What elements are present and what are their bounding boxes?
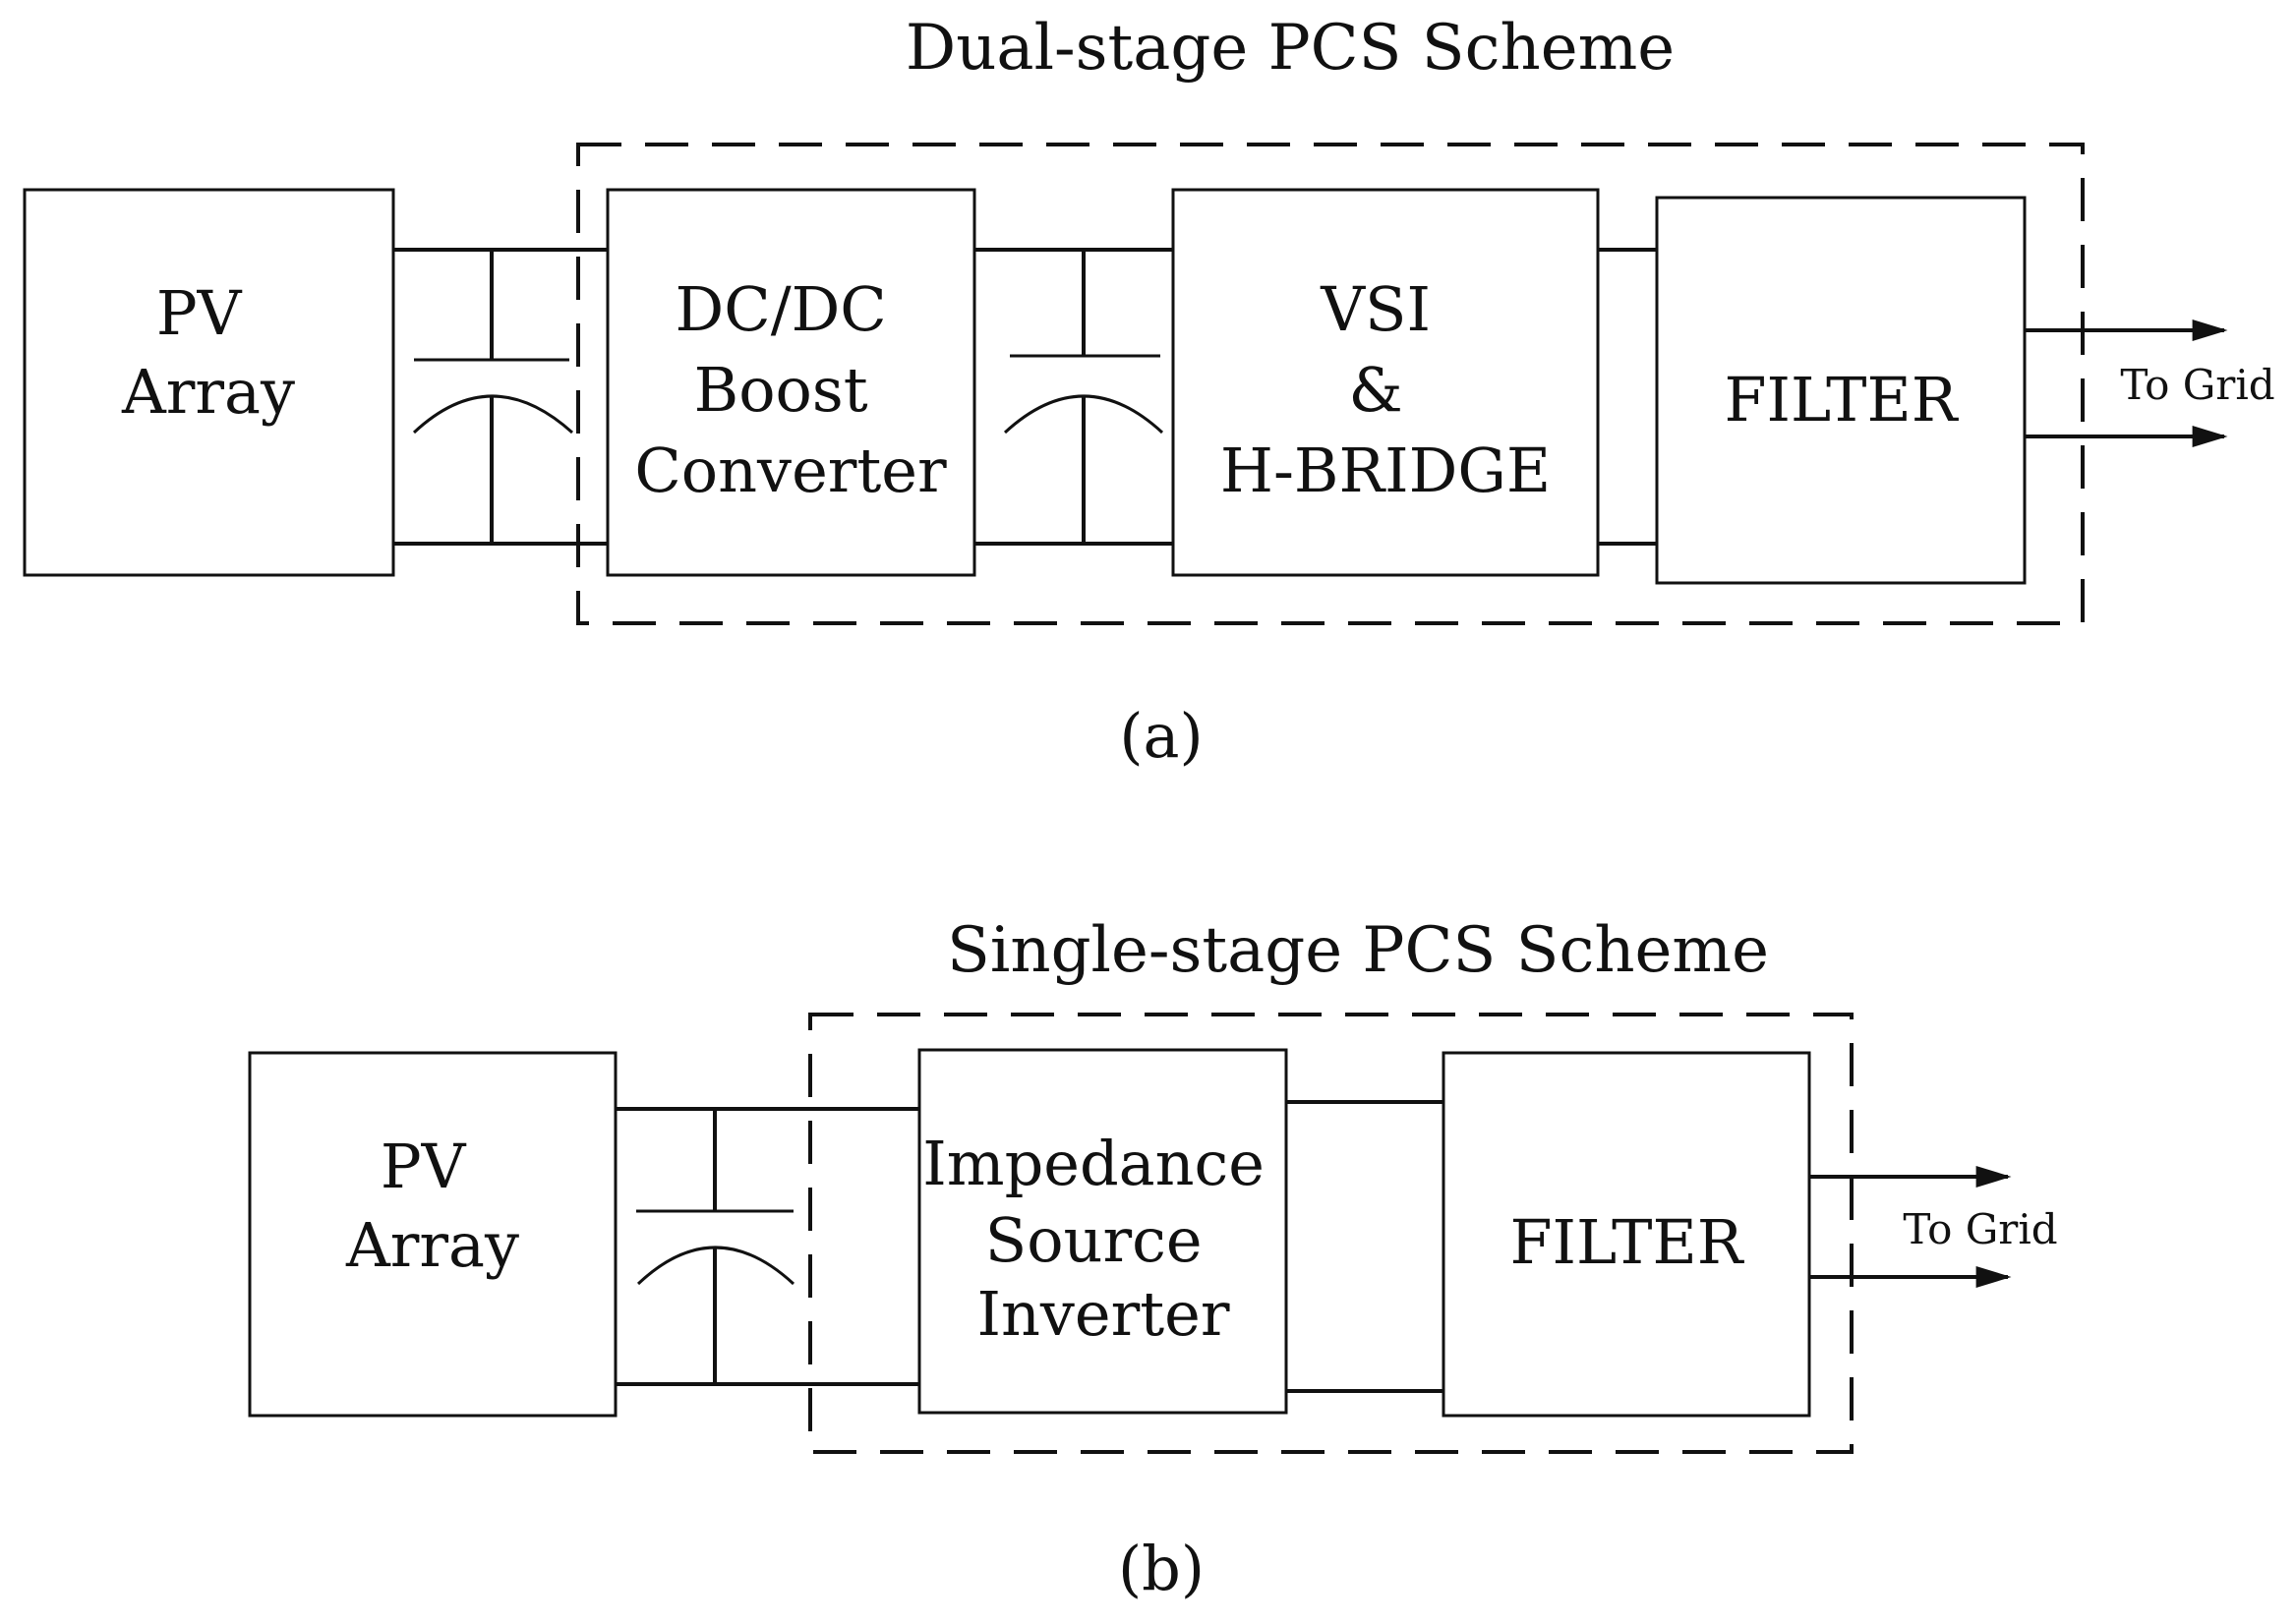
- diagram-a: Dual-stage PCS Scheme P: [23, 12, 2275, 772]
- diagram-b-filter-block: [1442, 1051, 1811, 1418]
- diagram-a-pv-array-label: PV Array: [121, 277, 295, 428]
- diagram-b-pv-array-label: PV Array: [345, 1131, 519, 1281]
- diagram-b: Single-stage PCS Scheme PV Array Impedan…: [248, 914, 2058, 1604]
- diagram-a-filter-block: [1655, 196, 2027, 585]
- diagram-a-scheme-title: Dual-stage PCS Scheme: [906, 12, 1675, 85]
- diagram-b-caption: (b): [1118, 1533, 1205, 1604]
- diagram-b-zsi-block: [917, 1048, 1288, 1415]
- diagram-a-capacitor-1-icon: [412, 250, 574, 544]
- diagram-a-caption: (a): [1119, 700, 1203, 772]
- diagram-b-filter-label: FILTER: [1510, 1206, 1745, 1278]
- diagram-b-scheme-title: Single-stage PCS Scheme: [947, 914, 1769, 987]
- diagram-a-dcdc-label: DC/DC Boost Converter: [634, 273, 947, 506]
- diagram-a-pcs-boundary: [576, 143, 2085, 625]
- diagram-b-to-grid-label: To Grid: [1903, 1205, 2057, 1253]
- diagram-a-vsi-label: VSI & H-BRIDGE: [1220, 273, 1551, 506]
- diagram-a-dcdc-block: [606, 188, 976, 577]
- diagram-a-pv-array-block: [23, 188, 395, 577]
- diagram-a-capacitor-2-icon: [1003, 250, 1164, 544]
- diagram-a-filter-label: FILTER: [1725, 364, 1960, 435]
- diagram-b-capacitor-icon: [636, 1109, 795, 1384]
- diagram-b-zsi-label: Impedance Source Inverter: [922, 1128, 1283, 1350]
- diagram-a-vsi-block: [1171, 188, 1600, 577]
- diagram-a-to-grid-label: To Grid: [2120, 361, 2274, 409]
- diagram-b-pv-array-block: [248, 1051, 618, 1418]
